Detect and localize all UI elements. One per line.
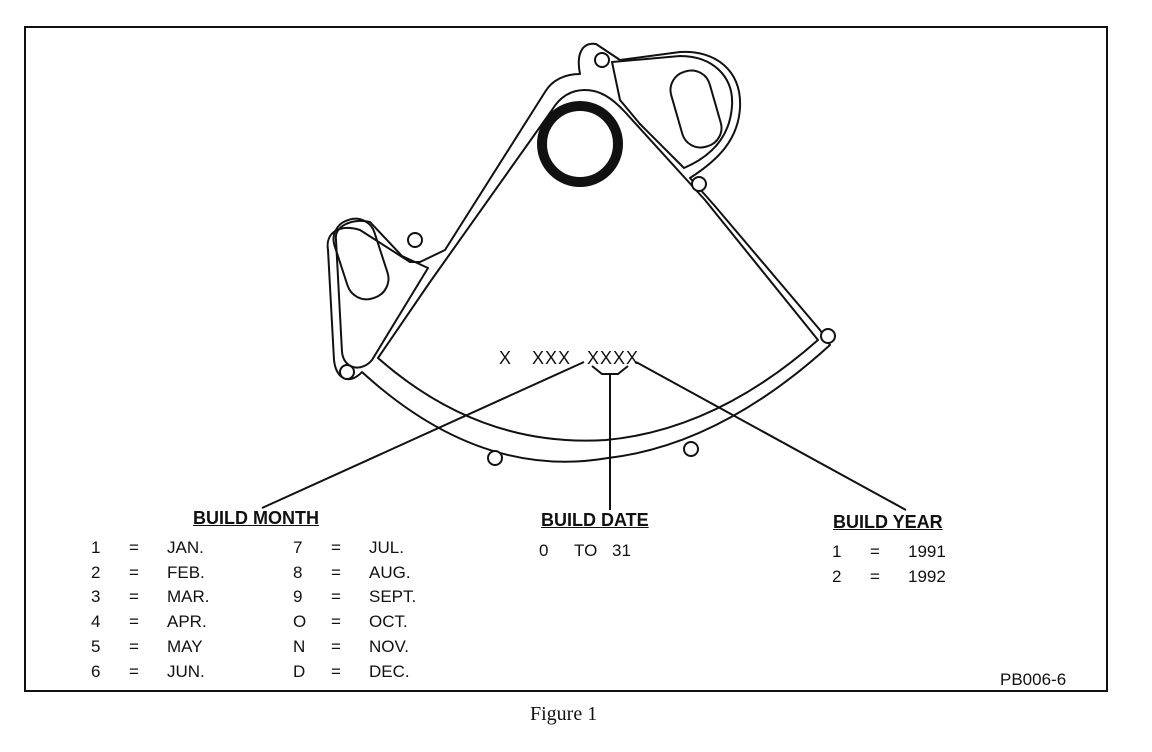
part-id: PB006-6 <box>1000 670 1067 689</box>
month-name: JUL. <box>369 538 404 557</box>
month-name: MAY <box>167 637 203 656</box>
month-name: JAN. <box>167 538 204 557</box>
month-eq: = <box>129 538 139 557</box>
month-code: 7 <box>293 538 303 557</box>
leader-build-month <box>261 361 585 509</box>
bolt-hole <box>339 364 355 380</box>
bolt-hole <box>594 52 610 68</box>
month-name: NOV. <box>369 637 410 656</box>
month-eq: = <box>129 563 139 582</box>
year-value: 1992 <box>908 567 946 586</box>
month-code: 9 <box>293 587 303 606</box>
build-date-title: BUILD DATE <box>541 510 649 530</box>
month-eq: = <box>331 612 341 631</box>
month-name: FEB. <box>167 563 205 582</box>
year-value: 1991 <box>908 542 946 561</box>
bolt-hole <box>683 441 699 457</box>
month-eq: = <box>129 612 139 631</box>
code-xxx: XXX <box>532 348 572 368</box>
leader-build-year <box>635 361 907 511</box>
month-eq: = <box>331 563 341 582</box>
figure-caption: Figure 1 <box>530 703 598 725</box>
build-year-title: BUILD YEAR <box>833 512 943 532</box>
month-code: 2 <box>91 563 101 582</box>
month-code: 4 <box>91 612 101 631</box>
month-code: N <box>293 637 306 656</box>
month-name: OCT. <box>369 612 408 631</box>
month-eq: = <box>331 662 341 681</box>
build-date-to: 31 <box>612 541 631 560</box>
month-code: D <box>293 662 306 681</box>
year-eq: = <box>870 567 880 586</box>
right-ear-slot <box>669 69 723 149</box>
build-date-to-word: TO <box>574 541 598 560</box>
month-code: 1 <box>91 538 101 557</box>
code-x: X <box>499 348 513 368</box>
left-ear <box>334 220 429 369</box>
bolt-hole <box>407 232 423 248</box>
month-code: 8 <box>293 563 303 582</box>
month-code: O <box>293 612 307 631</box>
month-eq: = <box>129 587 139 606</box>
month-name: MAR. <box>167 587 210 606</box>
month-name: AUG. <box>369 563 411 582</box>
year-eq: = <box>870 542 880 561</box>
crankshaft-seal <box>537 101 623 187</box>
month-eq: = <box>331 587 341 606</box>
month-code: 6 <box>91 662 101 681</box>
bolt-hole <box>820 328 836 344</box>
month-eq: = <box>331 538 341 557</box>
year-code: 2 <box>832 567 842 586</box>
bolt-hole <box>487 450 503 466</box>
month-name: APR. <box>167 612 207 631</box>
date-bracket <box>591 365 629 380</box>
month-eq: = <box>129 662 139 681</box>
month-eq: = <box>331 637 341 656</box>
month-name: SEPT. <box>369 587 417 606</box>
build-date-from: 0 <box>539 541 549 560</box>
month-code: 3 <box>91 587 101 606</box>
right-ear <box>611 55 734 169</box>
cover-inner-outline <box>377 89 819 442</box>
code-xxxx: XXXX <box>587 348 640 368</box>
figure-frame <box>24 26 1108 692</box>
year-code: 1 <box>832 542 842 561</box>
month-code: 5 <box>91 637 101 656</box>
bolt-hole <box>691 176 707 192</box>
left-ear-slot <box>332 217 390 301</box>
month-name: JUN. <box>167 662 205 681</box>
month-eq: = <box>129 637 139 656</box>
month-name: DEC. <box>369 662 410 681</box>
build-month-title: BUILD MONTH <box>193 508 319 528</box>
